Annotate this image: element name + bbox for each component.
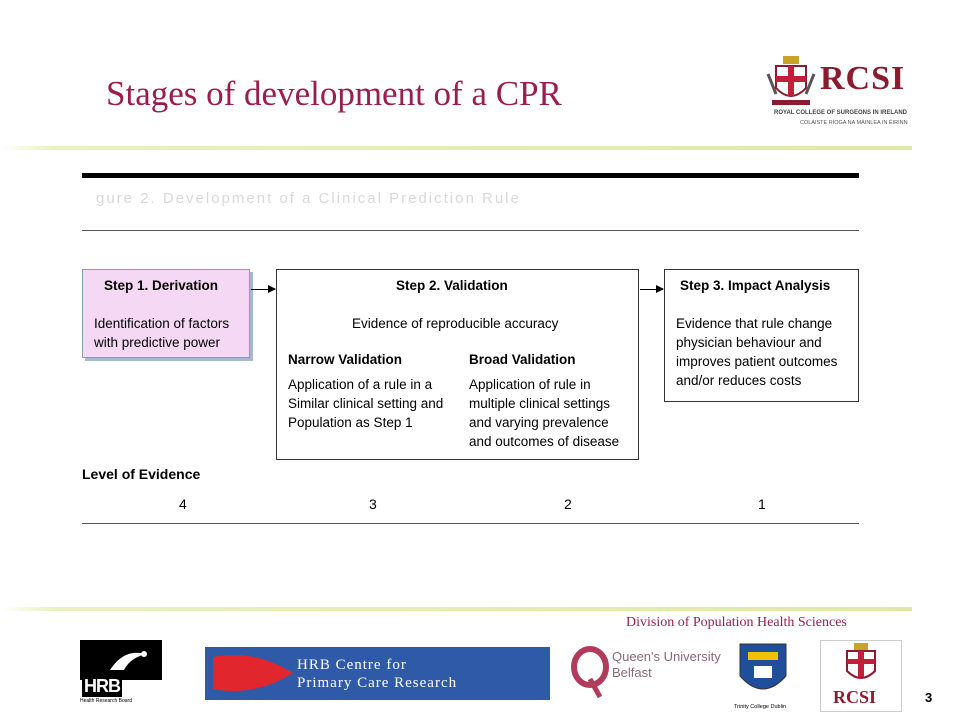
footer-divider — [0, 607, 912, 611]
rcsi-footer-logo: RCSI — [820, 640, 902, 712]
rcsi-crest-icon — [846, 643, 876, 679]
broad-validation-line: multiple clinical settings — [469, 396, 611, 411]
arrow-step2-to-step3 — [640, 285, 664, 293]
step3-line: and/or reduces costs — [676, 373, 802, 388]
evidence-level: 4 — [179, 496, 187, 512]
figure-top-rule — [82, 173, 859, 178]
evidence-level: 3 — [369, 496, 377, 512]
figure-caption-rule — [82, 230, 859, 231]
tcd-logo: Trinity College Dublin — [728, 640, 798, 716]
rcsi-crest-icon — [766, 56, 816, 105]
step1-heading: Step 1. Derivation — [104, 278, 219, 293]
division-label: Division of Population Health Sciences — [626, 615, 847, 630]
centre-swoosh-icon — [213, 655, 293, 691]
step3-line: Evidence that rule change — [676, 316, 833, 331]
figure-bottom-rule — [82, 523, 859, 524]
arrow-step1-to-step2 — [251, 285, 276, 293]
page-number: 3 — [925, 690, 933, 705]
broad-validation-line: and varying prevalence — [469, 415, 609, 430]
step3-line: improves patient outcomes — [676, 354, 838, 369]
hrb-logo: HRB Health Research Board — [80, 640, 162, 706]
broad-validation-heading: Broad Validation — [469, 352, 576, 367]
step1-box — [82, 269, 250, 358]
figure-caption: gure 2. Development of a Clinical Predic… — [96, 190, 521, 207]
evidence-level: 2 — [564, 496, 572, 512]
narrow-validation-heading: Narrow Validation — [288, 352, 403, 367]
step2-summary: Evidence of reproducible accuracy — [352, 316, 559, 331]
qub-logo: Queen's University Belfast — [570, 643, 721, 699]
step1-line: with predictive power — [94, 335, 221, 350]
step3-heading: Step 3. Impact Analysis — [680, 278, 831, 293]
broad-validation-line: and outcomes of disease — [469, 434, 620, 449]
rcsi-logo: RCSI ROYAL COLLEGE OF SURGEONS IN IRELAN… — [764, 54, 908, 138]
hrb-bird-icon — [80, 640, 162, 680]
step2-heading: Step 2. Validation — [396, 278, 508, 293]
level-of-evidence-label: Level of Evidence — [82, 466, 201, 482]
narrow-validation-line: Similar clinical setting and — [288, 396, 444, 411]
evidence-level: 1 — [758, 496, 766, 512]
tcd-crest-icon — [739, 643, 787, 690]
step3-line: physician behaviour and — [676, 335, 822, 350]
broad-validation-line: Application of rule in — [469, 377, 591, 392]
step1-line: Identification of factors — [94, 316, 230, 331]
header-divider — [0, 146, 912, 150]
narrow-validation-line: Population as Step 1 — [288, 415, 413, 430]
qub-q-icon — [571, 646, 609, 699]
narrow-validation-line: Application of a rule in a — [288, 377, 433, 392]
step2-box — [276, 269, 639, 460]
slide-title: Stages of development of a CPR — [106, 74, 562, 113]
hrb-centre-logo: HRB Centre for Primary Care Research — [205, 647, 550, 700]
step3-box — [664, 269, 859, 402]
